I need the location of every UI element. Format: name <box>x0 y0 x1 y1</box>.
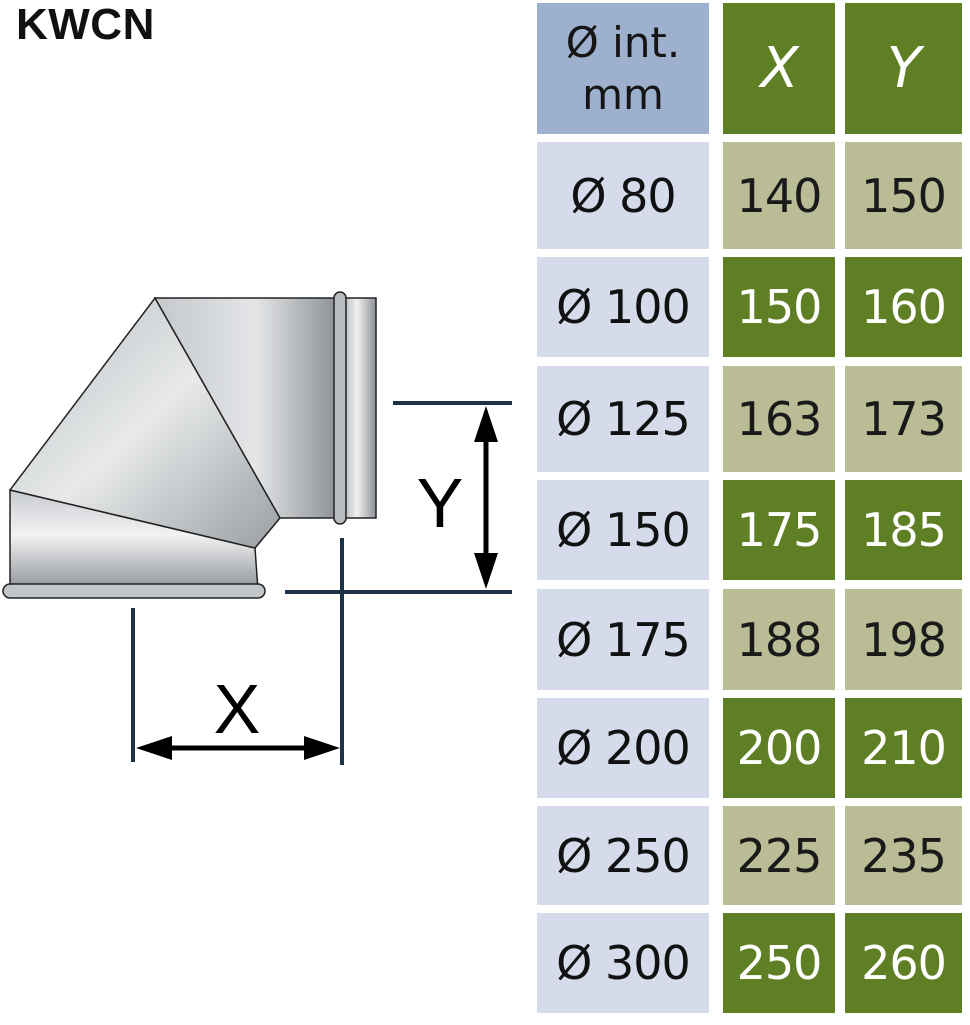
x-dimension-label: X <box>214 670 261 748</box>
elbow-bead-top <box>333 291 347 525</box>
header-x: X <box>723 3 835 134</box>
row-diameter: Ø 175 <box>537 589 709 690</box>
row-diameter: Ø 300 <box>537 913 709 1013</box>
row-diameter: Ø 125 <box>537 366 709 472</box>
header-diameter: Ø int. mm <box>537 3 709 134</box>
row-y: 260 <box>845 913 962 1013</box>
row-y: 160 <box>845 257 962 357</box>
x-arrow-right <box>304 736 340 760</box>
row-diameter: Ø 150 <box>537 480 709 580</box>
row-y: 185 <box>845 480 962 580</box>
x-arrow-left <box>136 736 172 760</box>
row-x: 140 <box>723 142 835 249</box>
row-y: 235 <box>845 806 962 905</box>
row-x: 225 <box>723 806 835 905</box>
row-x: 188 <box>723 589 835 690</box>
y-dimension-label: Y <box>417 464 464 542</box>
row-x: 250 <box>723 913 835 1013</box>
row-y: 173 <box>845 366 962 472</box>
row-x: 163 <box>723 366 835 472</box>
header-diameter-line1: Ø int. <box>565 17 681 67</box>
row-x: 150 <box>723 257 835 357</box>
row-x: 200 <box>723 698 835 798</box>
row-x: 175 <box>723 480 835 580</box>
row-y: 198 <box>845 589 962 690</box>
header-y: Y <box>845 3 962 134</box>
y-arrow-bottom <box>474 553 498 589</box>
row-y: 150 <box>845 142 962 249</box>
header-diameter-line2: mm <box>582 69 664 119</box>
row-y: 210 <box>845 698 962 798</box>
y-arrow-top <box>474 406 498 442</box>
row-diameter: Ø 200 <box>537 698 709 798</box>
elbow-bead-bottom <box>2 583 266 599</box>
row-diameter: Ø 100 <box>537 257 709 357</box>
product-code-title: KWCN <box>16 0 155 49</box>
row-diameter: Ø 250 <box>537 806 709 905</box>
row-diameter: Ø 80 <box>537 142 709 249</box>
